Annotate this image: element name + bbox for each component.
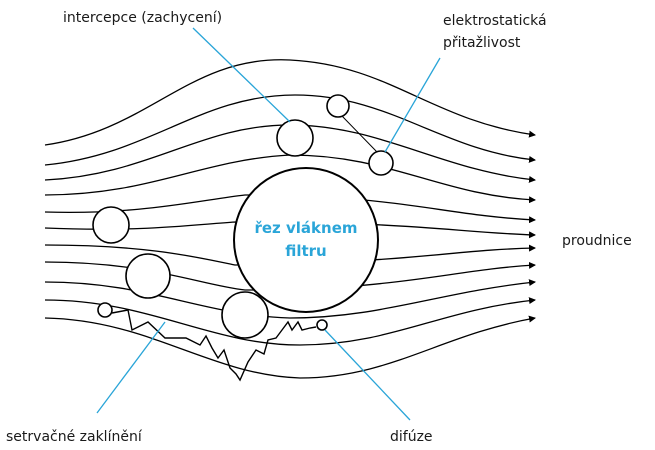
label-electrostatic-line1: elektrostatická	[443, 13, 547, 29]
streamline	[44, 94, 536, 166]
streamline	[44, 315, 536, 379]
particle-upstream	[92, 206, 130, 244]
label-streamlines: proudnice	[562, 233, 632, 249]
particle-inertial-large	[125, 253, 171, 299]
streamline	[44, 297, 536, 346]
leader-inertial	[96, 321, 166, 414]
filter-fiber	[233, 167, 379, 313]
particle-electrostatic-start	[326, 94, 350, 118]
particle-diffusion	[316, 319, 328, 331]
leader-diffusion	[324, 329, 411, 421]
label-inertial: setrvačné zaklínění	[6, 429, 143, 445]
label-electrostatic-line2: přitažlivost	[443, 35, 521, 51]
particle-diffusion-start	[97, 302, 113, 318]
particle-interception	[276, 119, 314, 157]
leader-lines	[96, 27, 441, 421]
electrostatic-trajectory	[341, 115, 378, 153]
brownian-path	[111, 309, 317, 382]
leader-interception	[192, 27, 291, 123]
particle-inertial	[221, 291, 269, 339]
fiber-label-line2: filtru	[285, 242, 327, 260]
leader-electrostatic	[384, 57, 441, 153]
particles	[92, 94, 394, 339]
streamline	[44, 59, 536, 146]
fiber-label-line1: řez vláknem	[254, 219, 357, 237]
label-interception: intercepce (zachycení)	[63, 10, 222, 26]
particle-electrostatic	[368, 150, 394, 176]
label-diffusion: difúze	[390, 429, 433, 445]
